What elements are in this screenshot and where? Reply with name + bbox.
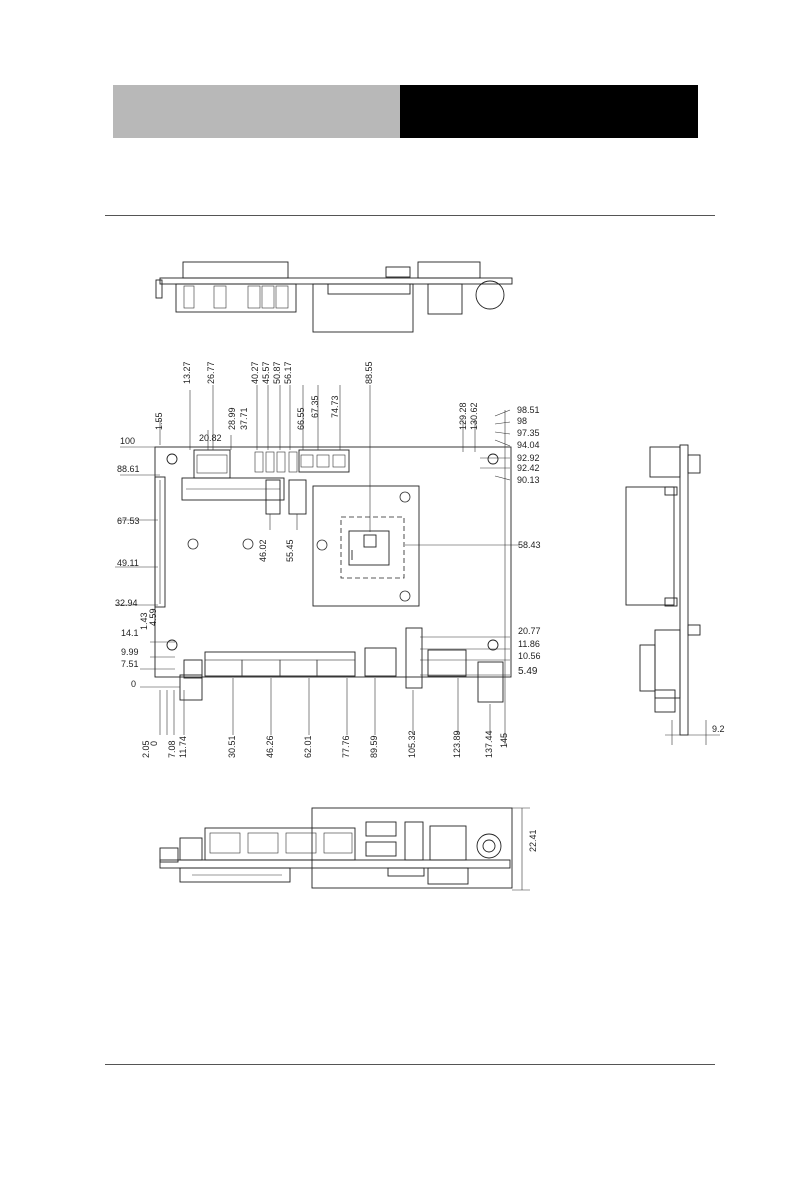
dim-mid-55-45: 55.45: [285, 539, 295, 562]
dim-left-0: 0: [131, 679, 136, 689]
dim-left-14-1: 14.1: [121, 628, 139, 638]
dim-right-92-92: 92.92: [517, 453, 540, 463]
dim-top-13-27: 13.27: [182, 361, 192, 384]
dim-right-11-86: 11.86: [518, 639, 540, 649]
mid-dimension-labels: 46.02 55.45: [258, 539, 295, 562]
dim-top-88-55: 88.55: [364, 361, 374, 384]
top-extension-lines: [115, 385, 520, 745]
dim-bottom-2-05: 2.05: [141, 740, 151, 758]
dim-top-66-55: 66.55: [296, 407, 306, 430]
dim-bottom-11-74: 11.74: [178, 736, 188, 758]
dim-left-1-55: 1.55: [154, 412, 164, 430]
dim-bottom-89-59: 89.59: [369, 735, 379, 758]
dim-top-50-87: 50.87: [272, 361, 282, 384]
header-bar-right: [400, 85, 698, 138]
dim-top-67-35: 67.35: [310, 395, 320, 418]
dim-side-9-2: 9.2: [712, 724, 725, 734]
dim-right-5-49: 5.49: [518, 666, 538, 677]
header-bar-left: [113, 85, 400, 138]
right-dimension-labels: 98.51 98 97.35 94.04 92.92 92.42 90.13 5…: [517, 405, 541, 677]
dim-front-22-41: 22.41: [528, 829, 538, 852]
dim-right-94-04: 94.04: [517, 440, 540, 450]
dim-left-1-43: 1.43: [139, 612, 149, 630]
dim-left-88-61: 88.61: [117, 464, 140, 474]
dim-right-92-42: 92.42: [517, 463, 540, 473]
dim-bottom-0: 0: [149, 741, 159, 746]
dim-top-56-17: 56.17: [283, 361, 293, 384]
dim-mid-46-02: 46.02: [258, 539, 268, 562]
dim-left-49-11: 49.11: [117, 558, 139, 568]
dim-right-90-13: 90.13: [517, 475, 540, 485]
dim-bottom-62-01: 62.01: [303, 735, 313, 758]
dim-left-9-99: 9.99: [121, 647, 139, 657]
dim-right-58-43: 58.43: [518, 540, 541, 550]
dim-left-100: 100: [120, 436, 135, 446]
dim-top-45-57: 45.57: [261, 361, 271, 384]
right-side-view: 9.2: [625, 444, 725, 745]
dim-top-28-99-rot: 28.99: [227, 407, 237, 430]
dim-top-129-28: 129.28: [458, 402, 468, 430]
dim-left-32-94: 32.94: [115, 598, 138, 608]
front-view: 22.41: [159, 807, 538, 891]
top-dimension-labels: 13.27 20.82 26.77 28.99 28.99 37.71 40.2…: [154, 361, 479, 443]
dim-bottom-105-32: 105.32: [407, 730, 417, 758]
top-side-view: [155, 261, 513, 333]
dim-right-97-35: 97.35: [517, 428, 540, 438]
dim-top-26-77: 26.77: [206, 361, 216, 384]
dim-top-130-62: 130.62: [469, 402, 479, 430]
dim-right-10-56: 10.56: [518, 651, 541, 661]
dim-top-40-27: 40.27: [250, 361, 260, 384]
dim-bottom-30-51: 30.51: [227, 735, 237, 758]
dim-bottom-7-08: 7.08: [167, 740, 177, 758]
left-dimension-labels: 100 88.61 67.53 49.11 32.94 14.1 9.99 7.…: [115, 436, 158, 689]
dim-bottom-46-26: 46.26: [265, 735, 275, 758]
dim-right-98-51: 98.51: [517, 405, 540, 415]
bottom-rule: [105, 1064, 715, 1065]
dim-right-20-77: 20.77: [518, 626, 541, 636]
dim-bottom-123-89: 123.89: [452, 730, 462, 758]
dim-bottom-137-44: 137.44: [484, 730, 494, 758]
dim-top-20-82: 20.82: [199, 433, 222, 443]
dim-left-7-51: 7.51: [121, 659, 139, 669]
board-top-view: [154, 446, 512, 703]
dim-left-4-59: 4.59: [148, 608, 158, 626]
dim-bottom-145: 145: [499, 733, 509, 748]
dim-top-37-71: 37.71: [239, 407, 249, 430]
bottom-dimension-labels: 2.05 0 7.08 11.74 30.51 46.26 62.01 77.7…: [141, 730, 509, 758]
dim-bottom-77-76: 77.76: [341, 735, 351, 758]
dim-right-98: 98: [517, 416, 527, 426]
dim-top-74-73: 74.73: [330, 395, 340, 418]
dim-left-67-53: 67.53: [117, 516, 140, 526]
top-rule: [105, 215, 715, 216]
